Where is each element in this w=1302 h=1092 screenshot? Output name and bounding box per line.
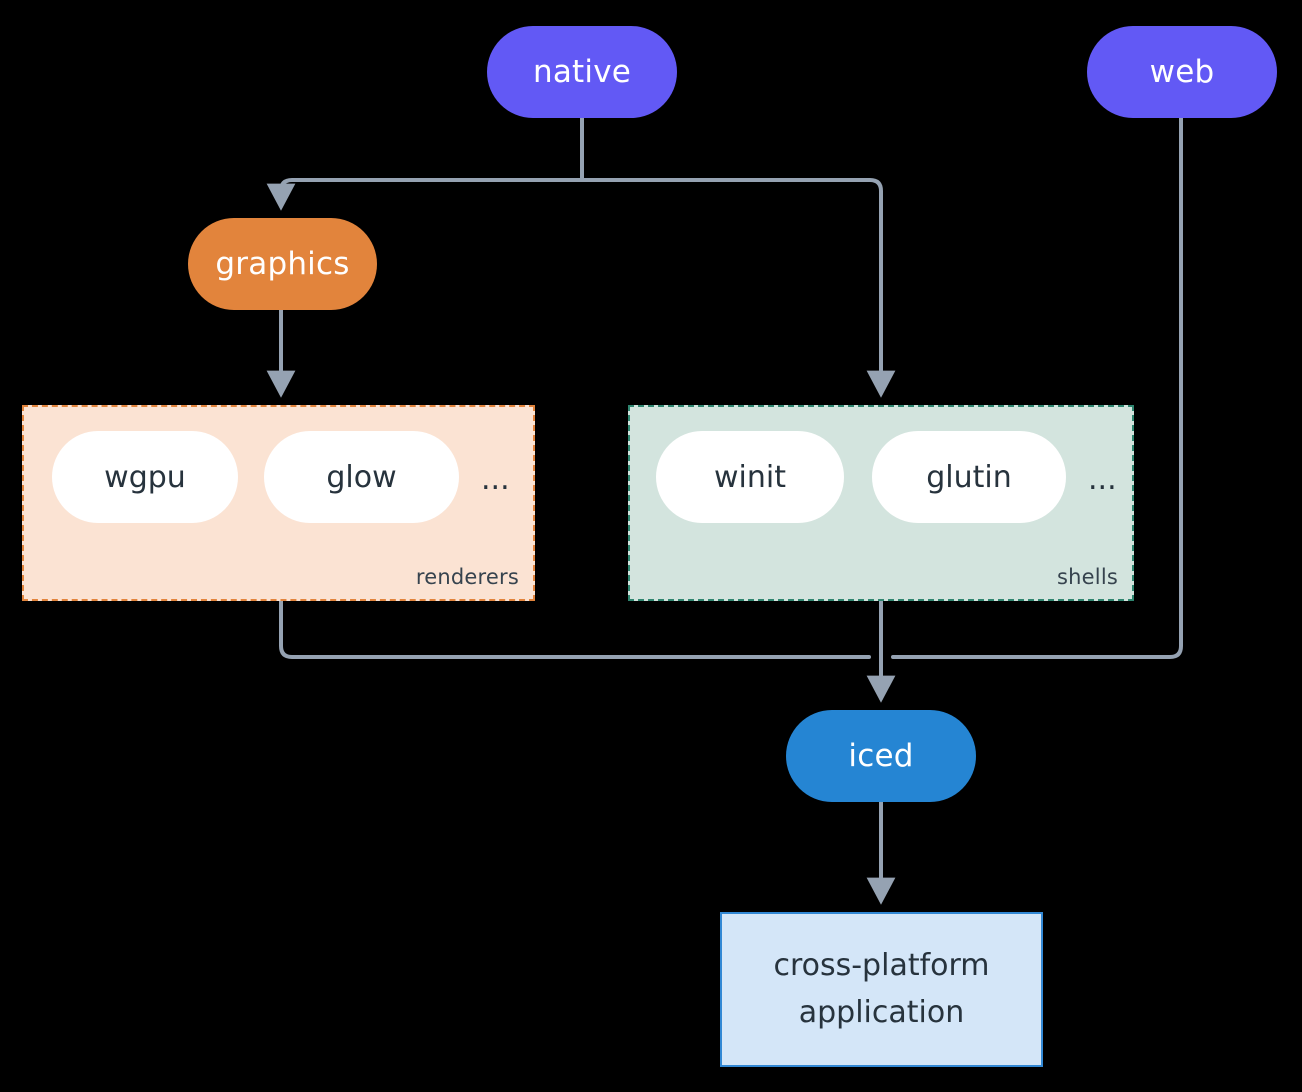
node-graphics[interactable]: graphics (188, 218, 377, 310)
node-iced[interactable]: iced (786, 710, 976, 802)
application-line-2: application (798, 994, 965, 1030)
chip-wgpu[interactable]: wgpu (52, 431, 238, 523)
group-label-shells: shells (1057, 565, 1118, 589)
renderers-more-ellipsis: ... (481, 462, 510, 497)
edge-renderers-to-bus (279, 599, 871, 659)
edge-native-to-graphics (266, 178, 584, 211)
chip-glutin[interactable]: glutin (872, 431, 1066, 523)
group-shells: winit glutin ... shells (628, 405, 1134, 601)
edge-native-to-shells (580, 178, 896, 398)
shells-more-ellipsis: ... (1088, 462, 1117, 497)
node-native[interactable]: native (487, 26, 677, 118)
node-web[interactable]: web (1087, 26, 1277, 118)
chip-glow[interactable]: glow (264, 431, 459, 523)
application-line-1: cross-platform (773, 948, 990, 983)
group-renderers: wgpu glow ... renderers (22, 405, 535, 601)
chip-winit[interactable]: winit (656, 431, 844, 523)
group-label-renderers: renderers (415, 565, 519, 589)
node-cross-platform-application[interactable]: cross-platform application (720, 912, 1043, 1067)
